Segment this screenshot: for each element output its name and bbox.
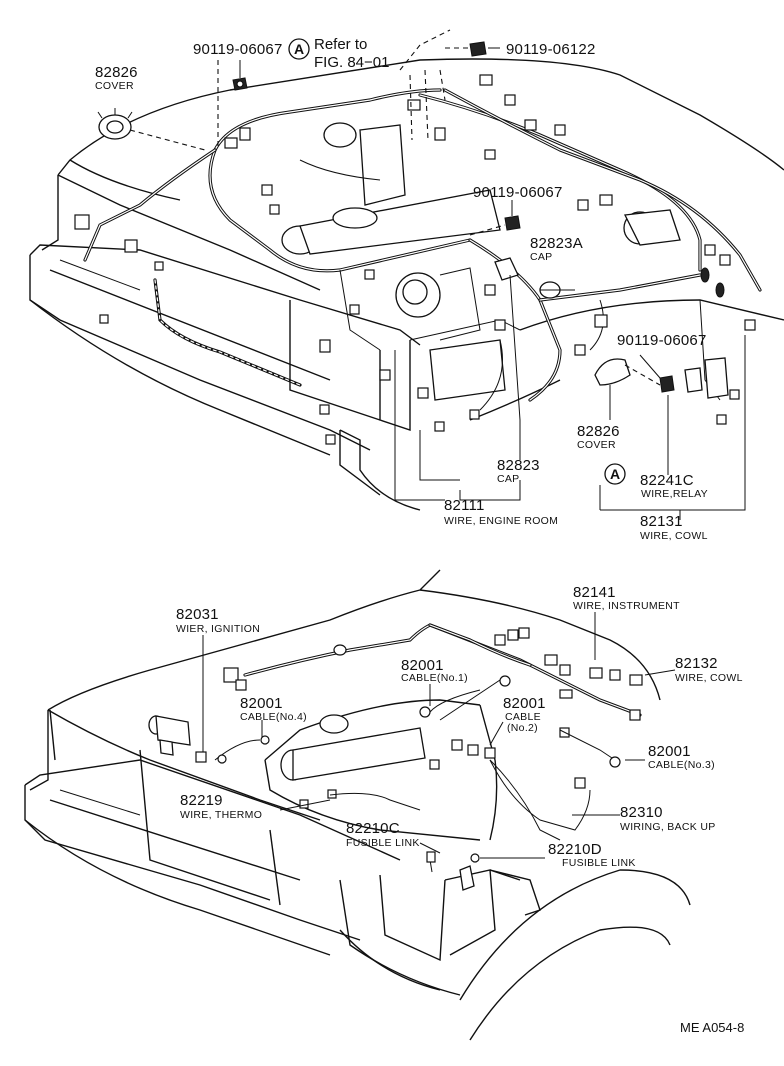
relay-ref-circle	[604, 463, 626, 485]
bolt-right-number: 90119-06122	[506, 41, 596, 58]
cable2-desc-line1: CABLE	[505, 711, 541, 723]
relay-desc: WIRE,RELAY	[641, 488, 708, 500]
bolt-mid-part	[504, 215, 521, 231]
bolt-lower-number: 90119-06067	[617, 332, 707, 349]
cover-right-desc: COVER	[577, 439, 616, 451]
fusible-c-number: 82210C	[346, 820, 400, 837]
cowl-number: 82131	[640, 513, 683, 530]
cover-right-number: 82826	[577, 423, 620, 440]
engine-room-desc: WIRE, ENGINE ROOM	[444, 515, 558, 527]
ignition-coil-part	[148, 715, 207, 763]
top-labels: 90119-06067 A Refer to FIG. 84−01 90119-…	[95, 36, 708, 542]
figure-id: ME A054-8	[680, 1020, 744, 1035]
backup-number: 82310	[620, 804, 663, 821]
bolt-right-part	[469, 41, 487, 57]
ref-line1: Refer to	[314, 36, 367, 53]
engine-room-illustration	[29, 41, 784, 511]
bolt-left-part	[232, 77, 248, 91]
fusible-c-desc: FUSIBLE LINK	[346, 837, 420, 849]
cable2-desc-line2: (No.2)	[507, 722, 538, 734]
fusible-d-number: 82210D	[548, 841, 602, 858]
cowl2-number: 82132	[675, 655, 718, 672]
thermo-number: 82219	[180, 792, 223, 809]
relay-part	[684, 357, 729, 399]
fusible-d-desc: FUSIBLE LINK	[562, 857, 636, 869]
cable2-number: 82001	[503, 695, 546, 712]
cable1-desc: CABLE(No.1)	[401, 672, 468, 684]
bottom-leader-lines	[202, 612, 676, 859]
cover-left-part	[97, 108, 133, 140]
ref-circle	[288, 38, 310, 60]
cap-82823a-part	[539, 281, 561, 299]
bolt-left-number: 90119-06067	[193, 41, 283, 58]
cap-a-desc: CAP	[530, 251, 553, 263]
bottom-illustration	[24, 569, 691, 1041]
ignition-desc: WIER, IGNITION	[176, 623, 260, 635]
cap-a-number: 82823A	[530, 235, 583, 252]
bolt-mid-number: 90119-06067	[473, 184, 563, 201]
cover-left-desc: COVER	[95, 80, 134, 92]
cap-82823-part	[494, 257, 519, 281]
cable3-number: 82001	[648, 743, 691, 760]
ignition-number: 82031	[176, 606, 219, 623]
cable3-desc: CABLE(No.3)	[648, 759, 715, 771]
cable4-number: 82001	[240, 695, 283, 712]
fusible-link-parts	[426, 851, 480, 891]
cable1-number: 82001	[401, 657, 444, 674]
backup-desc: WIRING, BACK UP	[620, 821, 716, 833]
instrument-number: 82141	[573, 584, 616, 601]
instrument-desc: WIRE, INSTRUMENT	[573, 600, 680, 612]
relay-number: 82241C	[640, 472, 694, 489]
cowl-desc: WIRE, COWL	[640, 530, 708, 542]
bolt-lower-part	[659, 375, 675, 393]
relay-ref-circle-letter: A	[610, 466, 620, 482]
cowl2-desc: WIRE, COWL	[675, 672, 743, 684]
ref-circle-letter: A	[294, 41, 304, 57]
thermo-desc: WIRE, THERMO	[180, 809, 262, 821]
connectors-top	[74, 74, 756, 445]
engine-room-number: 82111	[444, 497, 485, 514]
cap-number: 82823	[497, 457, 540, 474]
bottom-labels: 82031 WIER, IGNITION 82141 WIRE, INSTRUM…	[176, 584, 744, 1035]
cover-left-number: 82826	[95, 64, 138, 81]
cable4-desc: CABLE(No.4)	[240, 711, 307, 723]
ref-line2: FIG. 84−01	[314, 54, 389, 71]
cover-right-part	[594, 358, 631, 386]
top-leader-lines	[129, 29, 746, 520]
connectors-bottom	[223, 627, 643, 809]
cap-desc: CAP	[497, 473, 520, 485]
